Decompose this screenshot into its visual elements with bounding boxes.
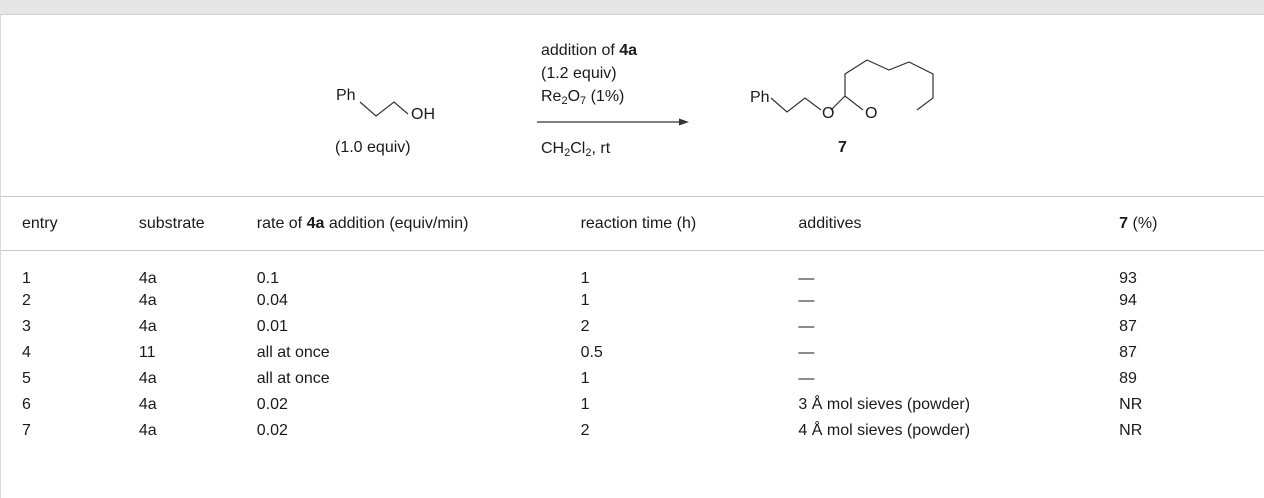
header-rate: rate of 4a addition (equiv/min) xyxy=(257,197,581,250)
reaction-scheme: Ph OH (1.0 equiv) addition of 4a (1.2 eq… xyxy=(1,14,1264,199)
catalyst-o-sub: 7 xyxy=(580,95,587,107)
cell-rate: 0.04 xyxy=(256,292,288,309)
table-header-row: entry substrate rate of 4a addition (equ… xyxy=(1,197,1264,250)
cell-time: 1 xyxy=(580,396,590,413)
cell-substrate: 4a xyxy=(138,292,157,309)
header-substrate: substrate xyxy=(138,214,205,232)
cell-time: 1 xyxy=(580,270,590,287)
catalyst-o: O xyxy=(567,88,581,105)
cell-additives: — xyxy=(798,344,815,361)
product-label: 7 xyxy=(838,139,847,156)
header-yield-compound: 7 xyxy=(1119,214,1129,232)
solvent-h-sub: 2 xyxy=(564,147,571,159)
cell-additives: 3 Å mol sieves (powder) xyxy=(798,396,971,413)
cell-rate: 0.01 xyxy=(256,318,288,335)
table-row: 5 4a all at once 1 — 89 xyxy=(1,366,1264,392)
product-o2-label: O xyxy=(865,105,878,122)
header-rate-post: addition (equiv/min) xyxy=(324,214,469,232)
reactant-chain-bonds xyxy=(359,101,409,117)
header-additives: additives xyxy=(798,214,862,232)
condition-catalyst: Re2O7 (1%) xyxy=(541,88,624,107)
cell-rate: 0.1 xyxy=(256,270,280,287)
reactant-ph-label: Ph xyxy=(336,87,356,104)
cell-entry: 1 xyxy=(22,270,31,287)
header-time: reaction time (h) xyxy=(580,214,697,232)
figure-frame: Ph OH (1.0 equiv) addition of 4a (1.2 eq… xyxy=(0,14,1264,498)
top-bar xyxy=(0,0,1264,15)
condition-solvent: CH2Cl2, rt xyxy=(541,140,610,159)
cell-additives: — xyxy=(798,370,815,387)
table-top-rule xyxy=(1,196,1264,197)
cell-additives: 4 Å mol sieves (powder) xyxy=(798,422,971,439)
cell-rate: 0.02 xyxy=(256,422,288,439)
cell-time: 0.5 xyxy=(580,344,603,361)
cell-substrate: 4a xyxy=(138,396,157,413)
header-yield-unit: (%) xyxy=(1128,214,1158,232)
table-row: 6 4a 0.02 1 3 Å mol sieves (powder) NR xyxy=(1,392,1264,418)
cell-rate: all at once xyxy=(256,370,330,387)
solvent-temp: , rt xyxy=(591,140,611,157)
reaction-arrow xyxy=(537,118,689,126)
solvent-ch: CH xyxy=(541,140,565,157)
cell-additives: — xyxy=(798,270,815,287)
cell-entry: 2 xyxy=(22,292,31,309)
cell-substrate: 4a xyxy=(138,422,157,439)
table-row: 4 11 all at once 0.5 — 87 xyxy=(1,340,1264,366)
cell-entry: 7 xyxy=(22,422,31,439)
catalyst-loading: (1%) xyxy=(586,88,625,105)
product-o1-label: O xyxy=(822,105,835,122)
catalyst-re-sub: 2 xyxy=(561,95,568,107)
cell-substrate: 4a xyxy=(138,318,157,335)
cell-yield: NR xyxy=(1119,422,1143,439)
cell-entry: 6 xyxy=(22,396,31,413)
reactant-equiv: (1.0 equiv) xyxy=(335,139,411,156)
reactant-oh-label: OH xyxy=(411,106,435,123)
cell-additives: — xyxy=(798,318,815,335)
cell-substrate: 4a xyxy=(138,270,157,287)
header-entry: entry xyxy=(22,214,58,232)
product-ph-label: Ph xyxy=(750,89,770,106)
cell-yield: 87 xyxy=(1119,318,1137,335)
table-header-rule xyxy=(1,250,1264,251)
cell-entry: 3 xyxy=(22,318,31,335)
cell-time: 1 xyxy=(580,292,590,309)
header-rate-compound: 4a xyxy=(306,214,325,232)
cell-yield: 94 xyxy=(1119,292,1137,309)
cell-time: 2 xyxy=(580,422,590,439)
cell-time: 2 xyxy=(580,318,590,335)
catalyst-re: Re xyxy=(541,88,562,105)
table-row: 2 4a 0.04 1 — 94 xyxy=(1,288,1264,314)
cell-entry: 5 xyxy=(22,370,31,387)
results-table: entry substrate rate of 4a addition (equ… xyxy=(1,197,1264,444)
product-structure-bonds xyxy=(770,59,934,113)
header-rate-pre: rate of xyxy=(256,214,307,232)
cell-yield: 87 xyxy=(1119,344,1137,361)
condition-addition-compound: 4a xyxy=(619,42,638,59)
cell-additives: — xyxy=(798,292,815,309)
cell-substrate: 4a xyxy=(138,370,157,387)
cell-rate: 0.02 xyxy=(256,396,288,413)
cell-yield: NR xyxy=(1119,396,1143,413)
solvent-cl-sub: 2 xyxy=(585,147,592,159)
cell-entry: 4 xyxy=(22,344,31,361)
cell-yield: 89 xyxy=(1119,370,1137,387)
table-row: 7 4a 0.02 2 4 Å mol sieves (powder) NR xyxy=(1,418,1264,444)
header-yield: 7 (%) xyxy=(1119,197,1264,250)
cell-time: 1 xyxy=(580,370,590,387)
condition-equiv: (1.2 equiv) xyxy=(541,65,617,82)
table-row: 1 4a 0.1 1 — 93 xyxy=(1,250,1264,288)
solvent-cl: Cl xyxy=(570,140,586,157)
cell-rate: all at once xyxy=(256,344,330,361)
table-row: 3 4a 0.01 2 — 87 xyxy=(1,314,1264,340)
condition-addition-text: addition of xyxy=(541,42,620,59)
condition-addition: addition of 4a xyxy=(541,42,637,60)
cell-yield: 93 xyxy=(1119,270,1137,287)
cell-substrate: 11 xyxy=(138,344,156,361)
